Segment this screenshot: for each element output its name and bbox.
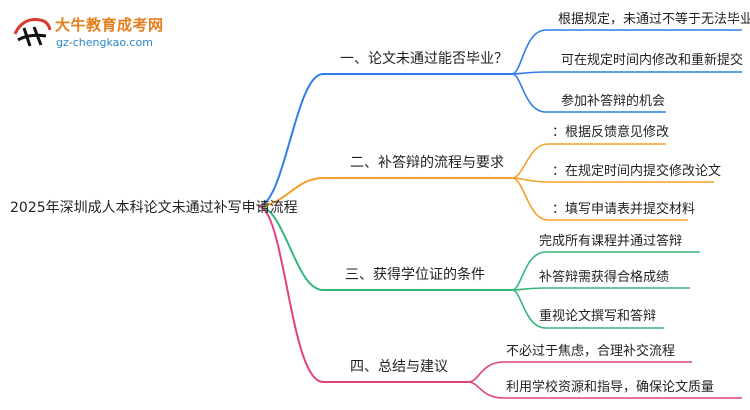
connector-root-branch-2 [257,177,324,207]
branch-3-label: 三、获得学位证的条件 [345,267,485,283]
connector-branch-1-leaf-2 [511,71,547,75]
connector-root-branch-4 [257,205,324,383]
leaf-4-1: 不必过于焦虑，合理补交流程 [506,344,676,359]
leaf-4-2: 利用学校资源和指导，确保论文质量 [506,380,715,395]
leaf-3-2: 补答辩需获得合格成绩 [539,270,670,285]
connector-branch-4-leaf-2 [467,381,505,399]
connector-branch-4-leaf-1 [467,361,505,383]
connector-root-branch-1 [257,73,324,207]
branch-2-label: 二、补答辩的流程与要求 [350,155,504,171]
connector-branch-2-leaf-3 [511,177,549,221]
logo-url: gz-chengkao.com [56,36,153,49]
leaf-1-2: 可在规定时间内修改和重新提交 [561,53,744,68]
brand-logo: 大牛教育成考网 gz-chengkao.com [8,8,168,52]
leaf-1-3: 参加补答辩的机会 [561,94,666,109]
connector-root-branch-3 [257,205,324,291]
connector-branch-1-leaf-3 [511,73,547,113]
bull-logo-icon [13,18,52,47]
leaf-3-3: 重视论文撰写和答辩 [539,309,657,324]
leaf-2-1: ：根据反馈意见修改 [552,125,670,140]
leaf-1-1: 根据规定，未通过不等于无法毕业 [558,12,750,27]
branch-4-label: 四、总结与建议 [350,359,448,375]
logo-title: 大牛教育成考网 [55,16,164,34]
leaf-3-1: 完成所有课程并通过答辩 [539,234,683,249]
connector-branch-2-leaf-1 [511,143,549,179]
leaf-2-3: ：填写申请表并提交材料 [552,202,696,217]
connector-branch-1-leaf-1 [511,29,547,75]
connector-branch-3-leaf-1 [511,251,547,291]
leaf-2-2: ：在规定时间内提交修改论文 [552,164,722,179]
branch-1-label: 一、论文未通过能否毕业？ [340,51,508,67]
connector-branch-3-leaf-2 [511,287,547,291]
connector-branch-3-leaf-3 [511,289,547,329]
root-node: 2025年深圳成人本科论文未通过补写申请流程 [10,200,298,216]
